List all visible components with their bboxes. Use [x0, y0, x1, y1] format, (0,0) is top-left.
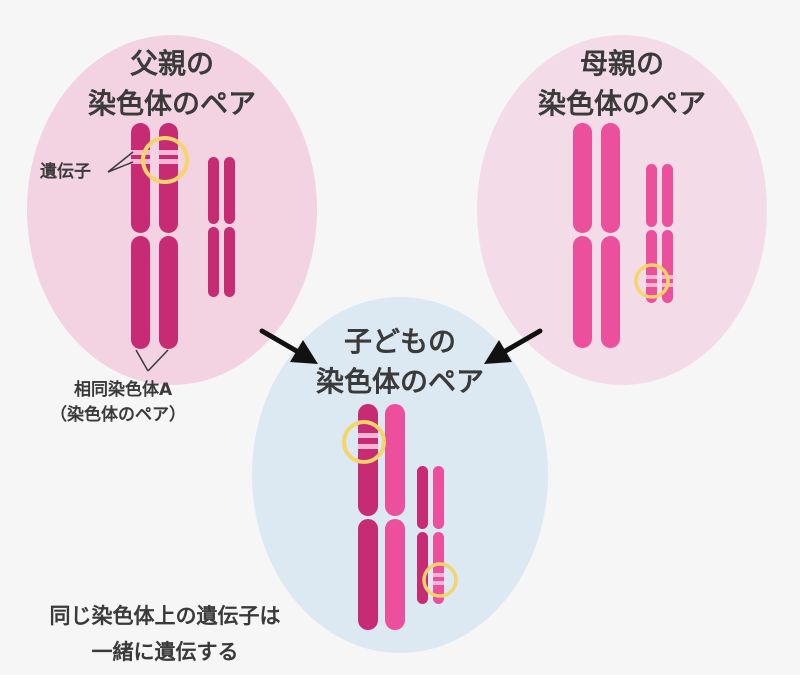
gene-band	[646, 283, 657, 287]
child-title: 子どもの 染色体のペア	[300, 322, 500, 402]
arrow-mother-to-child	[484, 328, 543, 364]
mother-title: 母親の 染色体のペア	[522, 44, 722, 124]
mother-title-line1: 母親の	[579, 47, 664, 80]
child-title-line1: 子どもの	[343, 325, 456, 358]
gene-band	[358, 444, 378, 449]
child-chromosome-pair-b	[417, 466, 458, 604]
father-chromosome-a1-upper	[131, 123, 150, 233]
mother-chromosome-pair-a	[573, 123, 620, 348]
gene-band	[646, 275, 657, 279]
gene-band	[131, 159, 150, 164]
gene-band	[358, 433, 378, 438]
gene-label: 遺伝子	[40, 162, 91, 182]
gene-band	[433, 573, 444, 577]
child-chromosome-maternal-lower	[385, 519, 405, 630]
homolog-label: 相同染色体A （染色体のペア）	[50, 378, 230, 428]
gene-band	[433, 581, 444, 585]
father-chromosome-pair-a	[131, 123, 189, 349]
homolog-pointer-line	[147, 349, 169, 372]
father-chromosome-a1-lower	[131, 236, 150, 349]
mother-chromosome-a1-upper	[573, 123, 592, 233]
gene-marker	[634, 263, 670, 299]
inheritance-note-line2: 一緒に遺伝する	[91, 640, 239, 664]
mother-chromosome-b2-upper	[662, 164, 673, 227]
mother-chromosome-pair-b	[634, 164, 673, 303]
father-chromosome-b1-lower	[208, 227, 219, 297]
gene-pointer-line	[107, 151, 134, 173]
father-chromosome-pair-b	[208, 157, 235, 297]
gene-marker	[342, 420, 386, 464]
gene-band	[159, 150, 178, 155]
father-title: 父親の 染色体のペア	[72, 44, 272, 124]
father-chromosome-b2-upper	[224, 157, 235, 224]
child-chromosome-b-paternal-upper	[417, 466, 428, 529]
father-chromosome-a2-lower	[159, 236, 178, 349]
child-chromosome-b-maternal-lower	[433, 532, 444, 604]
mother-title-line2: 染色体のペア	[537, 87, 706, 120]
homolog-pointer-line	[135, 349, 149, 372]
child-chromosome-b-maternal-upper	[433, 466, 444, 529]
homolog-label-line1: 相同染色体A	[74, 380, 173, 400]
gene-band	[159, 159, 178, 164]
child-chromosome-maternal-upper	[385, 404, 405, 516]
gene-marker	[422, 562, 458, 598]
gene-band	[131, 150, 150, 155]
arrow-father-to-child	[259, 328, 318, 364]
father-title-line1: 父親の	[129, 47, 214, 80]
mother-chromosome-a1-lower	[573, 236, 592, 348]
gene-marker	[141, 136, 189, 184]
gene-pointer-line	[107, 161, 134, 173]
father-chromosome-b1-upper	[208, 157, 219, 224]
father-chromosome-b2-lower	[224, 227, 235, 297]
father-title-line2: 染色体のペア	[87, 87, 256, 120]
homolog-label-line2: （染色体のペア）	[50, 405, 186, 425]
child-chromosome-pair-a	[342, 404, 405, 630]
inheritance-note-line1: 同じ染色体上の遺伝子は	[49, 604, 281, 628]
child-chromosome-b-paternal-lower	[417, 532, 428, 604]
mother-bubble	[477, 35, 767, 385]
mother-chromosome-a2-upper	[601, 123, 620, 233]
mother-chromosome-a2-lower	[601, 236, 620, 348]
child-chromosome-paternal-lower	[358, 519, 378, 630]
child-title-line2: 染色体のペア	[315, 365, 484, 398]
inheritance-note: 同じ染色体上の遺伝子は 一緒に遺伝する	[20, 598, 310, 670]
mother-chromosome-b1-upper	[646, 164, 657, 227]
